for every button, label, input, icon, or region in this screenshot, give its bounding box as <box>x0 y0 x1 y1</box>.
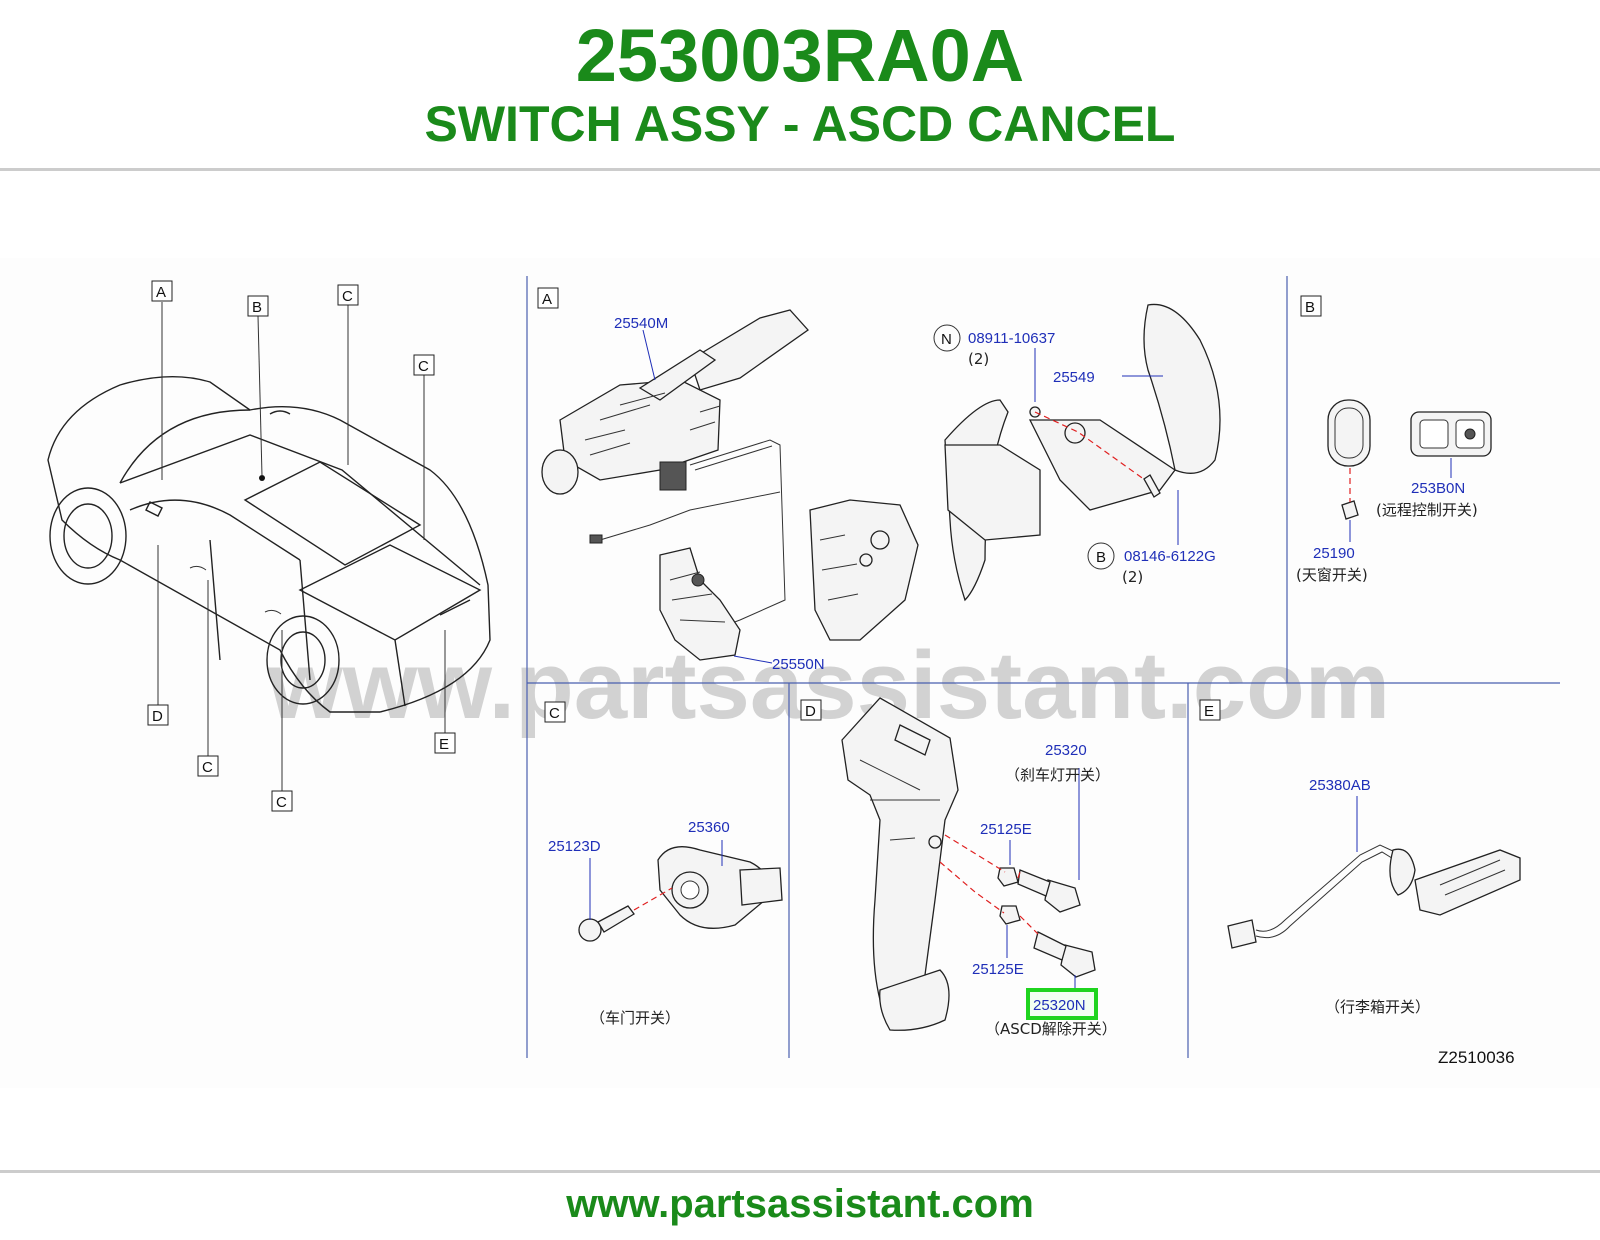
diagram-canvas <box>0 258 1600 1088</box>
panel-d: D 25320 （刹车灯开关） 25125E 25125 <box>800 697 1117 1038</box>
panel-b-label: B <box>1305 299 1315 316</box>
symbol-b: B <box>1096 549 1106 566</box>
car-overview-illustration <box>47 376 491 713</box>
svg-text:A: A <box>156 284 166 301</box>
sunroof-switch-icon <box>1327 399 1371 467</box>
footer-divider <box>0 1170 1600 1173</box>
callout-c-rear[interactable] <box>413 354 435 376</box>
note-door-switch: （车门开关） <box>590 1009 680 1027</box>
note-253B0N: (远程控制开关) <box>1376 501 1478 519</box>
callout-c-front-door[interactable] <box>197 755 219 777</box>
svg-text:C: C <box>276 794 287 811</box>
steering-switch-illustration <box>659 499 919 661</box>
svg-text:C: C <box>418 358 429 375</box>
footer-website-link[interactable]: www.partsassistant.com <box>566 1182 1034 1226</box>
callout-b[interactable] <box>247 295 269 317</box>
part-number-25550N[interactable]: 25550N <box>772 656 825 673</box>
part-number-253B0N[interactable]: 253B0N <box>1411 480 1465 497</box>
part-number-25540M[interactable]: 25540M <box>614 315 668 332</box>
part-number-25360[interactable]: 25360 <box>688 819 730 836</box>
panel-e-label: E <box>1204 703 1214 720</box>
symbol-n: N <box>941 331 952 348</box>
panel-b-label-box <box>1300 295 1322 317</box>
brake-pedal-illustration <box>841 697 959 1031</box>
panel-c-label: C <box>549 705 560 722</box>
part-number-25125E-upper[interactable]: 25125E <box>980 821 1032 838</box>
bolt-illustration <box>578 905 635 942</box>
part-number-08911-10637[interactable]: 08911-10637 <box>968 330 1055 347</box>
diagram-code: Z2510036 <box>1438 1048 1515 1067</box>
note-trunk-switch: （行李箱开关） <box>1325 998 1430 1016</box>
header-divider <box>0 168 1600 171</box>
panel-e: E 25380AB （行李箱开关） <box>1199 699 1521 1016</box>
trunk-switch-illustration <box>1227 844 1521 949</box>
note-stop-lamp-switch: （刹车灯开关） <box>1005 766 1110 784</box>
svg-text:B: B <box>252 299 262 316</box>
svg-text:E: E <box>439 736 449 753</box>
callout-a[interactable] <box>151 280 173 302</box>
part-number-25549[interactable]: 25549 <box>1053 369 1095 386</box>
note-ascd-cancel-switch: （ASCD解除开关） <box>985 1020 1117 1038</box>
symbol-n-circle <box>933 324 961 352</box>
note-25190: (天窗开关) <box>1296 566 1368 584</box>
svg-text:D: D <box>152 708 163 725</box>
part-number-25123D[interactable]: 25123D <box>548 838 601 855</box>
part-number-25190[interactable]: 25190 <box>1313 545 1355 562</box>
paddle-shifter-illustration <box>944 303 1221 602</box>
panel-c-label-box <box>544 701 566 723</box>
part-number-08146-6122G[interactable]: 08146-6122G <box>1124 548 1216 565</box>
panel-e-label-box <box>1199 699 1221 721</box>
symbol-b-circle <box>1087 542 1115 570</box>
panel-a-label-box <box>537 287 559 309</box>
callout-d[interactable] <box>147 704 169 726</box>
ascd-cancel-switch-illustration <box>999 905 1096 978</box>
panel-a: A 25540M 25550N <box>537 287 1221 673</box>
part-number-25125E-lower[interactable]: 25125E <box>972 961 1024 978</box>
panel-a-label: A <box>542 291 552 308</box>
callout-e[interactable] <box>434 732 456 754</box>
connector-icon <box>659 461 687 491</box>
panel-b: B 25190 (天窗开关) 253B0N (远程控制开关) <box>1296 295 1492 584</box>
qty-08911-10637: (2) <box>968 350 989 368</box>
watermark: www.partsassistant.com <box>267 632 1390 739</box>
part-number-25320[interactable]: 25320 <box>1045 742 1087 759</box>
overview-callouts: A B C C D C C E <box>147 280 456 812</box>
part-number-25320N[interactable]: 25320N <box>1033 997 1086 1014</box>
panel-c: C 25123D 25360 （车门开关） <box>544 701 783 1027</box>
door-switch-illustration <box>657 846 783 929</box>
qty-08146-6122G: (2) <box>1122 568 1143 586</box>
highlight-box-25320N[interactable] <box>1026 988 1098 1020</box>
part-number-25380AB[interactable]: 25380AB <box>1309 777 1371 794</box>
stop-lamp-switch-illustration <box>997 867 1081 913</box>
svg-text:C: C <box>202 759 213 776</box>
page-subtitle: SWITCH ASSY - ASCD CANCEL <box>424 96 1176 152</box>
page-title: 253003RA0A <box>575 14 1025 97</box>
panel-d-label-box <box>800 699 822 721</box>
svg-text:C: C <box>342 288 353 305</box>
panel-d-label: D <box>805 703 816 720</box>
panel-dividers <box>526 276 1560 1058</box>
combination-switch-illustration <box>541 309 809 495</box>
callout-c-roof[interactable] <box>337 284 359 306</box>
callout-c-rear-door[interactable] <box>271 790 293 812</box>
